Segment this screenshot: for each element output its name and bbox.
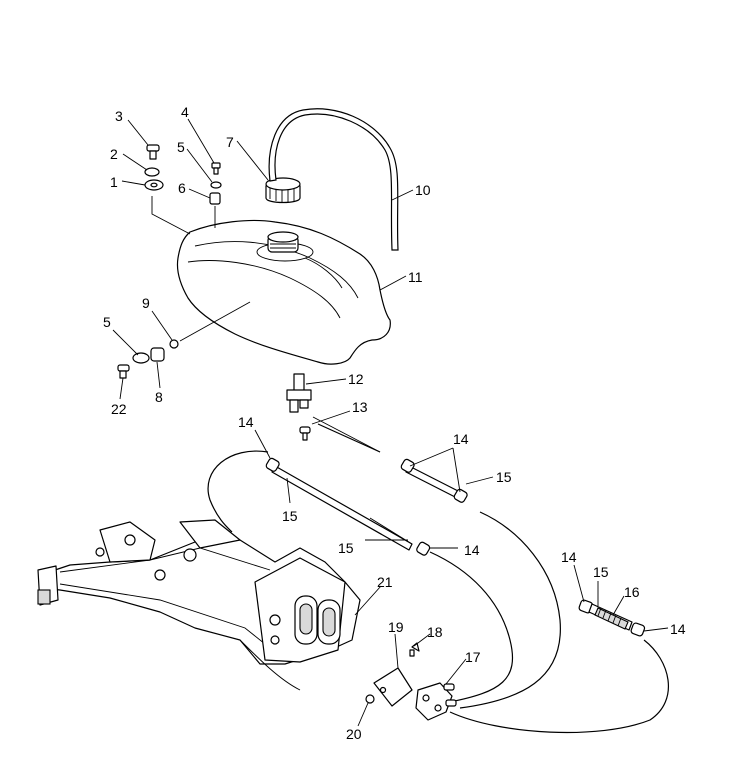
callout-1: 1: [110, 174, 118, 190]
callout-12: 12: [348, 371, 364, 387]
fuel-pump: [415, 682, 457, 721]
fuel-line-loop-bottom: [449, 639, 669, 734]
clamp-14-lower: [416, 541, 431, 556]
callout-10: 10: [415, 182, 431, 198]
callout-6: 6: [178, 180, 186, 196]
washer-1: [144, 179, 164, 191]
callout-14c: 14: [464, 542, 480, 558]
washer-5-top: [210, 181, 222, 189]
callout-leaders: [112, 118, 669, 727]
nut-20: [365, 694, 375, 704]
fuel-valve: [286, 373, 312, 413]
spacer-6: [209, 192, 221, 205]
callout-22: 22: [111, 401, 127, 417]
callout-14a: 14: [238, 414, 254, 430]
washer-2: [144, 167, 160, 177]
callout-14e: 14: [670, 621, 686, 637]
screw-13: [299, 426, 311, 441]
bolt-3: [146, 144, 160, 160]
callout-15b: 15: [496, 469, 512, 485]
fuel-line-loop-mid: [429, 551, 514, 703]
frame: [37, 519, 361, 691]
callout-7: 7: [226, 134, 234, 150]
callout-15d: 15: [593, 564, 609, 580]
callout-21: 21: [377, 574, 393, 590]
gasket-19: [373, 667, 413, 707]
callout-20: 20: [346, 726, 362, 742]
fuel-cap: [265, 177, 301, 204]
callout-14b: 14: [453, 431, 469, 447]
fuel-line-right: [400, 458, 468, 503]
callout-19: 19: [388, 619, 404, 635]
bushing-8: [150, 347, 165, 362]
bolt-22: [117, 364, 130, 379]
hose-16: [578, 599, 646, 637]
callout-9: 9: [142, 295, 150, 311]
callout-18: 18: [427, 624, 443, 640]
nut-9: [169, 339, 179, 349]
fuel-line-upper: [265, 457, 413, 551]
tank-filler-neck: [267, 231, 299, 253]
callouts: 1 2 3 4 5 6 7 10 11 5 9 8 22 12 13 14 15…: [103, 104, 686, 742]
callout-17: 17: [465, 649, 481, 665]
callout-8: 8: [155, 389, 163, 405]
callout-13: 13: [352, 399, 368, 415]
callout-15a: 15: [282, 508, 298, 524]
callout-3: 3: [115, 108, 123, 124]
vent-hose: [268, 108, 399, 251]
fuel-tank: [176, 219, 391, 365]
callout-4: 4: [181, 104, 189, 120]
fuel-line-left-loop: [207, 450, 269, 533]
callout-2: 2: [110, 146, 118, 162]
callout-5b: 5: [103, 314, 111, 330]
callout-16: 16: [624, 584, 640, 600]
washer-5-bottom: [132, 352, 150, 364]
screw-18: [409, 642, 420, 657]
fuel-line-loop-right: [459, 511, 561, 709]
callout-11: 11: [408, 269, 423, 285]
callout-5a: 5: [177, 139, 185, 155]
bolt-4: [211, 162, 221, 175]
callout-15c: 15: [338, 540, 354, 556]
callout-14d: 14: [561, 549, 577, 565]
